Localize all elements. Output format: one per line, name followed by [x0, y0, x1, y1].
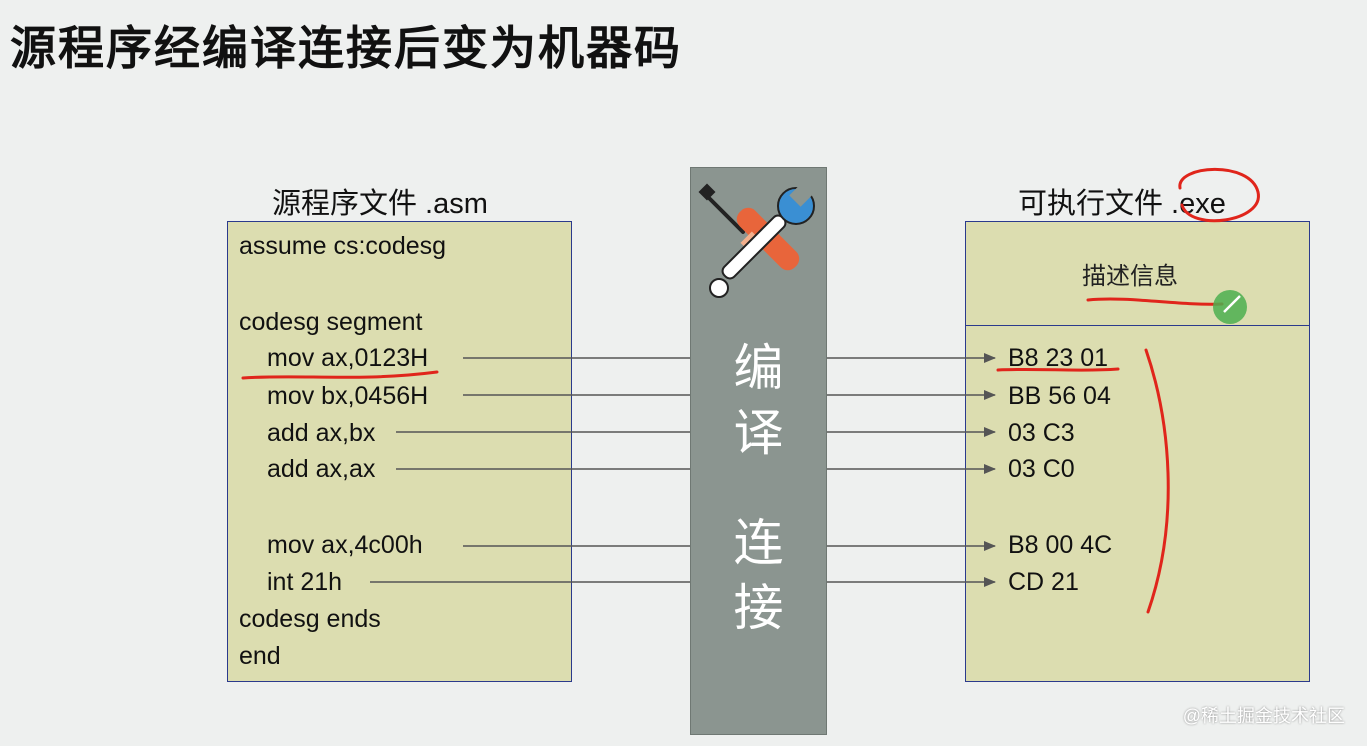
machine-code-3: 03 C3 [1008, 419, 1075, 447]
exe-description: 描述信息 [1082, 262, 1178, 290]
machine-code-1: B8 23 01 [1008, 344, 1109, 372]
code-line-mov-exit: mov ax,4c00h [267, 531, 423, 559]
source-code-box [227, 221, 572, 682]
code-line-int: int 21h [267, 568, 343, 596]
compile-link-column: 编 译 连 接 [690, 167, 827, 735]
code-line-ends: codesg ends [239, 605, 381, 633]
machine-code-4: 03 C0 [1008, 455, 1075, 483]
source-file-caption: 源程序文件 .asm [272, 188, 488, 220]
link-char-2: 接 [733, 580, 784, 636]
exe-code-box [965, 325, 1310, 682]
link-char-1: 连 [733, 515, 784, 571]
machine-code-6: CD 21 [1008, 568, 1079, 596]
code-line-end: end [239, 642, 281, 670]
machine-code-2: BB 56 04 [1008, 382, 1111, 410]
slide-title: 源程序经编译连接后变为机器码 [10, 21, 682, 75]
code-line-add-bx: add ax,bx [267, 419, 376, 447]
code-line-add-ax: add ax,ax [267, 455, 376, 483]
code-line-mov-ax: mov ax,0123H [267, 344, 429, 372]
machine-code-5: B8 00 4C [1008, 531, 1113, 559]
code-line-assume: assume cs:codesg [239, 232, 447, 260]
code-line-mov-bx: mov bx,0456H [267, 382, 429, 410]
code-line-segment: codesg segment [239, 308, 423, 336]
tools-icon [698, 181, 815, 298]
compile-char-1: 编 [733, 340, 784, 396]
compile-char-2: 译 [733, 405, 784, 461]
exe-file-caption: 可执行文件 .exe [1018, 188, 1226, 220]
watermark: @稀土掘金技术社区 [1182, 706, 1345, 726]
